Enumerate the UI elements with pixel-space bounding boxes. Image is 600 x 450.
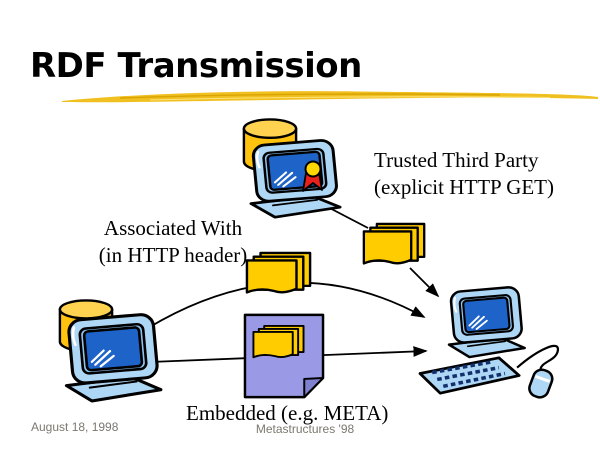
footer-date: August 18, 1998 [31,420,119,434]
mouse-icon [528,368,554,399]
publisher-computer-icon [64,312,163,403]
slide-title: RDF Transmission [30,46,362,86]
keyboard-icon [418,356,521,395]
label-associated-with: Associated With (in HTTP header) [88,215,258,269]
document-stack-icon [362,222,426,265]
footer-conference: Metastructures '98 [255,422,355,436]
label-line: (explicit HTTP GET) [374,175,555,199]
label-trusted-third-party: Trusted Third Party (explicit HTTP GET) [374,147,554,201]
mouse-cable-icon [516,344,559,372]
certificate-ribbon-icon [302,160,323,192]
embedded-document-page-icon [243,313,325,399]
title-underline-swoosh-icon [62,91,598,103]
label-line: Associated With [103,216,243,240]
label-line: Trusted Third Party [374,148,539,172]
arrow-doc-to-client [409,267,440,298]
client-desktop-computer-icon [418,285,559,399]
label-line: (in HTTP header) [98,243,248,267]
trusted-third-party-computer-icon [249,138,342,219]
label-embedded: Embedded (e.g. META) [186,401,389,425]
